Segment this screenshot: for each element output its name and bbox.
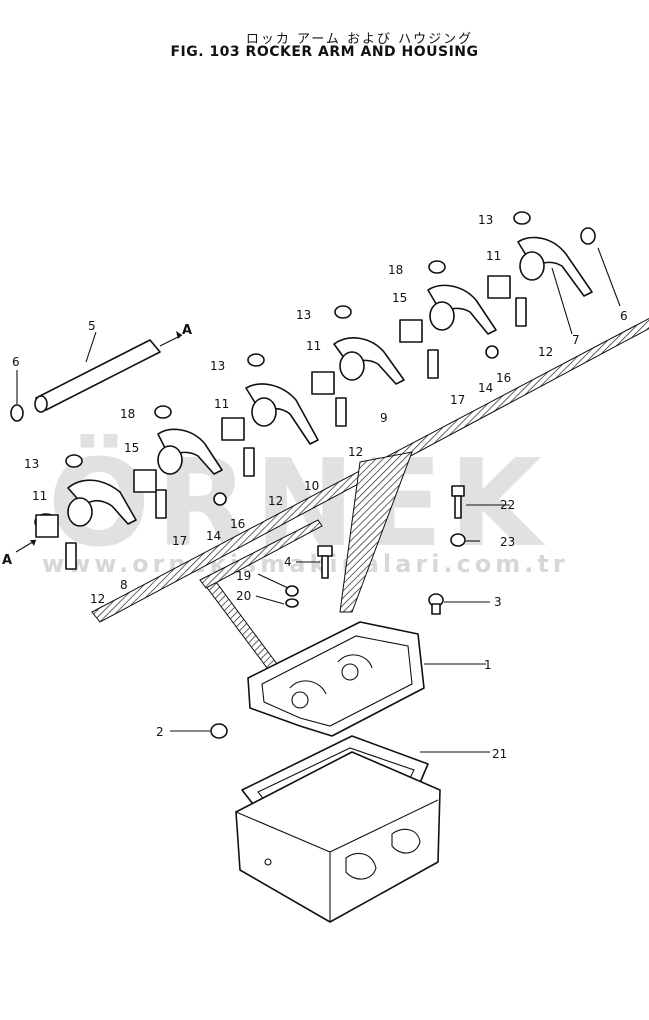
- callout-4: 4: [284, 555, 292, 569]
- svg-text:A: A: [2, 553, 12, 568]
- callout-16-a: 16: [230, 517, 245, 531]
- rocker-arm-group-5: [399, 260, 499, 379]
- rocker-arm-group-2: [133, 405, 227, 519]
- rocker-shaft: [34, 331, 183, 413]
- callout-12-a: 12: [90, 592, 105, 606]
- leader-lines: [16, 247, 621, 753]
- callout-1: 1: [484, 658, 492, 672]
- rocker-housing: [247, 621, 425, 737]
- callout-6-left: 6: [12, 355, 20, 369]
- callout-22: 22: [500, 498, 515, 512]
- callout-14-a: 14: [206, 529, 221, 543]
- callout-2: 2: [156, 725, 164, 739]
- rocker-arm-group-4: [311, 305, 405, 427]
- callout-20: 20: [236, 589, 251, 603]
- cylinder-head: [235, 751, 441, 923]
- callout-13-d: 13: [478, 213, 493, 227]
- callout-13-c: 13: [296, 308, 311, 322]
- rocker-arm-group-3: [221, 353, 319, 477]
- callout-9: 9: [380, 411, 388, 425]
- rocker-arm-group-6: [487, 211, 593, 327]
- plug-2: [210, 723, 228, 739]
- section-plane: [91, 317, 649, 673]
- callout-15-a: 15: [124, 441, 139, 455]
- watermark-url: www.orneki̇smaki̇nalari.com.tr: [42, 550, 569, 578]
- callout-5: 5: [88, 319, 96, 333]
- callout-16-b: 16: [496, 371, 511, 385]
- callout-18-a: 18: [120, 407, 135, 421]
- callout-11-a: 11: [32, 489, 47, 503]
- plug-19-20: [285, 585, 299, 608]
- plug-right: [580, 227, 596, 245]
- plug-left: [10, 404, 24, 422]
- callout-numbers: 1 2 3 4 5 6 6 7 8 9 10 11 11 11 11 12 12…: [12, 213, 628, 761]
- callout-10: 10: [304, 479, 319, 493]
- figure-title: FIG. 103 ROCKER ARM AND HOUSING: [170, 44, 479, 60]
- bolt-3: [428, 593, 444, 615]
- callout-3: 3: [494, 595, 502, 609]
- washer-23: [450, 533, 466, 547]
- callout-6-right: 6: [620, 309, 628, 323]
- callout-12-b: 12: [268, 494, 283, 508]
- callout-21: 21: [492, 747, 507, 761]
- callout-18-b: 18: [388, 263, 403, 277]
- arrow-a-left: A: [2, 539, 37, 568]
- callout-23: 23: [500, 535, 515, 549]
- bolt-4: [317, 545, 333, 579]
- callout-12-d: 12: [538, 345, 553, 359]
- callout-7: 7: [572, 333, 580, 347]
- callout-12-c: 12: [348, 445, 363, 459]
- callout-13-a: 13: [24, 457, 39, 471]
- callout-13-b: 13: [210, 359, 225, 373]
- callout-8: 8: [120, 578, 128, 592]
- callout-11-c: 11: [306, 339, 321, 353]
- callout-17-a: 17: [172, 534, 187, 548]
- arrow-a-right-label: A: [182, 323, 192, 338]
- callout-19: 19: [236, 569, 251, 583]
- callout-11-d: 11: [486, 249, 501, 263]
- bolt-22: [451, 485, 465, 519]
- figure-title-japanese: ロッカ アーム および ハウジング: [245, 32, 474, 47]
- callout-17-b: 17: [450, 393, 465, 407]
- callout-14-b: 14: [478, 381, 493, 395]
- callout-11-b: 11: [214, 397, 229, 411]
- rocker-arm-group-1: [34, 454, 137, 570]
- callout-15-b: 15: [392, 291, 407, 305]
